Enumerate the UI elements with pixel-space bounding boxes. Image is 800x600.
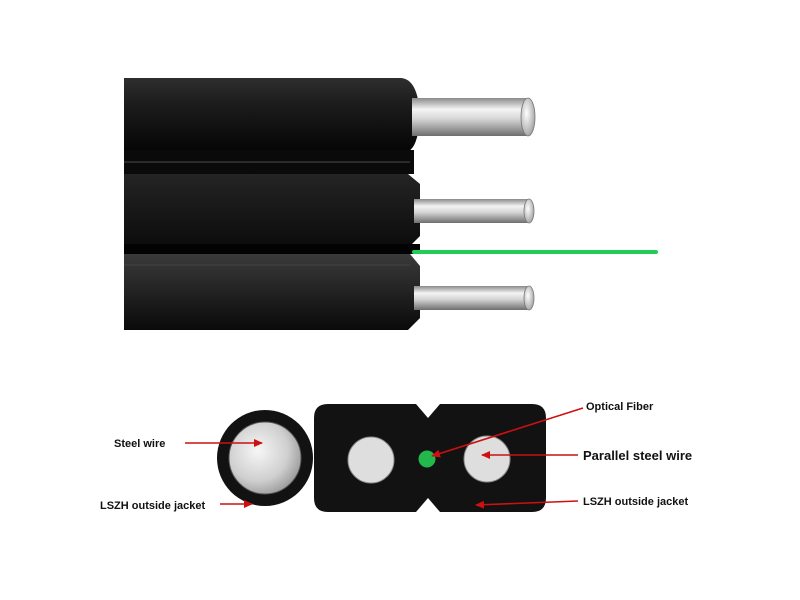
body-jacket-upper <box>124 174 420 246</box>
body-groove <box>124 244 420 254</box>
red-arrow-icon <box>431 407 584 458</box>
label-lszh-jacket-right: LSZH outside jacket <box>583 496 688 508</box>
optical-fiber-dot <box>418 450 436 468</box>
upper-parallel-steel-rod <box>414 198 535 224</box>
callout-labels: Steel wire LSZH outside jacket Optical F… <box>100 401 692 512</box>
body-jacket-lower <box>124 254 420 330</box>
callout-arrows <box>185 407 584 509</box>
messenger-jacket <box>124 78 420 152</box>
cable-3d-illustration <box>124 78 658 330</box>
red-arrow-icon <box>475 500 579 509</box>
cable-cross-section <box>217 404 546 512</box>
right-parallel-steel-wire <box>463 435 511 483</box>
label-optical-fiber: Optical Fiber <box>586 401 654 413</box>
left-parallel-steel-wire <box>347 436 395 484</box>
lower-parallel-steel-rod <box>414 285 535 311</box>
label-lszh-jacket-left: LSZH outside jacket <box>100 500 205 512</box>
label-parallel-steel-wire: Parallel steel wire <box>583 448 692 463</box>
label-steel-wire: Steel wire <box>114 438 165 450</box>
steel-wire-cross-section <box>228 421 302 495</box>
messenger-steel-rod <box>412 97 536 137</box>
